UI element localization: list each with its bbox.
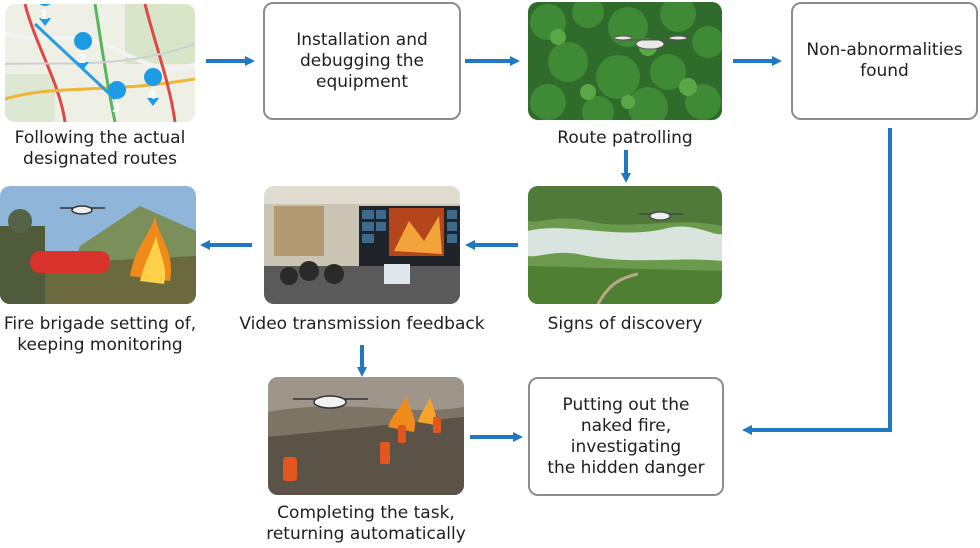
route-patrolling-image	[528, 2, 722, 120]
completing-task-caption: Completing the task, returning automatic…	[266, 503, 466, 544]
map-pin-1: 1	[40, 8, 49, 22]
fire-brigade-image	[0, 186, 196, 304]
video-transmission-caption: Video transmission feedback	[239, 314, 485, 334]
video-transmission-image	[264, 186, 460, 304]
putting-out-fire-box: Putting out the naked fire, investigatin…	[528, 377, 724, 496]
signs-of-discovery-caption: Signs of discovery	[547, 314, 703, 334]
map-pin-4: 4	[148, 88, 157, 102]
arrow-normal-to-extinguish	[742, 128, 892, 435]
fire-brigade-caption: Fire brigade setting of, keeping monitor…	[3, 314, 197, 355]
route-caption: Following the actual designated routes	[14, 128, 186, 169]
map-pin-2: 2	[78, 52, 87, 66]
non-abnormalities-box: Non-abnormalities found	[791, 2, 978, 120]
signs-of-discovery-image	[528, 186, 722, 304]
route-map-image: 1 2 3 4	[5, 4, 195, 122]
map-pin-3: 3	[112, 101, 121, 115]
installation-box: Installation and debugging the equipment	[263, 2, 461, 120]
route-patrolling-caption: Route patrolling	[557, 128, 693, 148]
completing-task-image	[268, 377, 464, 495]
